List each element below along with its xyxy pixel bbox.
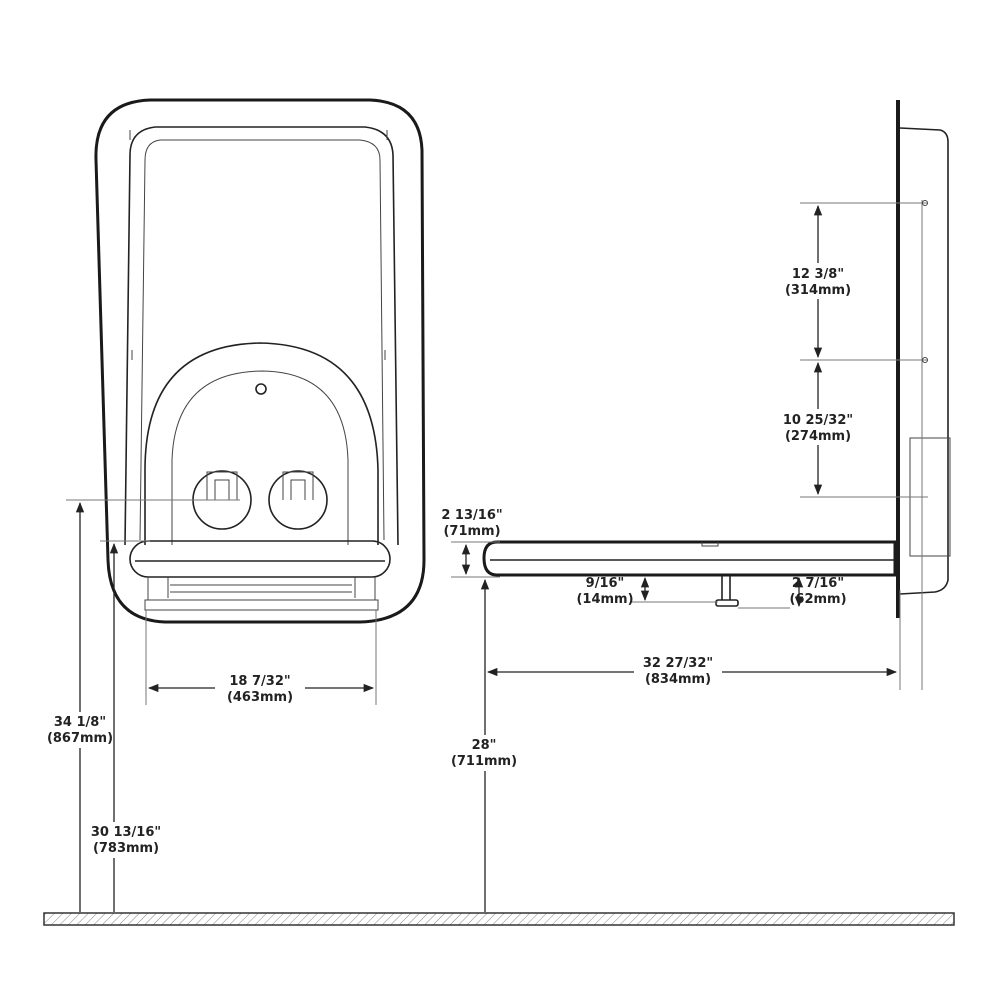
bed-height-imperial: 28" xyxy=(472,738,497,753)
bed-top-height-imperial: 30 13/16" xyxy=(91,825,161,840)
side-dimensions: 12 3/8" (314mm) 10 25/32" (274mm) 2 13/1… xyxy=(441,200,928,912)
seat-width-metric: (463mm) xyxy=(227,690,293,705)
bed-top-height-metric: (783mm) xyxy=(93,841,159,856)
side-view xyxy=(482,100,951,690)
bed-height-metric: (711mm) xyxy=(451,754,517,769)
mount-lower-metric: (274mm) xyxy=(785,429,851,444)
leg-clearance-metric: (14mm) xyxy=(576,592,633,607)
mount-upper-metric: (314mm) xyxy=(785,283,851,298)
overall-height-imperial: 34 1/8" xyxy=(54,715,106,730)
floor xyxy=(43,912,955,926)
leg-clearance-imperial: 9/16" xyxy=(586,576,625,591)
mount-lower-imperial: 10 25/32" xyxy=(783,413,853,428)
bed-projection-metric: (834mm) xyxy=(645,672,711,687)
front-dimensions: 18 7/32" (463mm) 34 1/8" (867mm) 30 13/1… xyxy=(44,499,377,912)
seat-width-imperial: 18 7/32" xyxy=(229,674,290,689)
front-view xyxy=(94,98,426,624)
leg-drop-metric: (62mm) xyxy=(789,592,846,607)
mount-upper-imperial: 12 3/8" xyxy=(792,267,844,282)
leg-drop-imperial: 2 7/16" xyxy=(792,576,844,591)
bed-thickness-metric: (71mm) xyxy=(443,524,500,539)
bed-thickness-imperial: 2 13/16" xyxy=(441,508,502,523)
overall-height-metric: (867mm) xyxy=(47,731,113,746)
bed-projection-imperial: 32 27/32" xyxy=(643,656,713,671)
